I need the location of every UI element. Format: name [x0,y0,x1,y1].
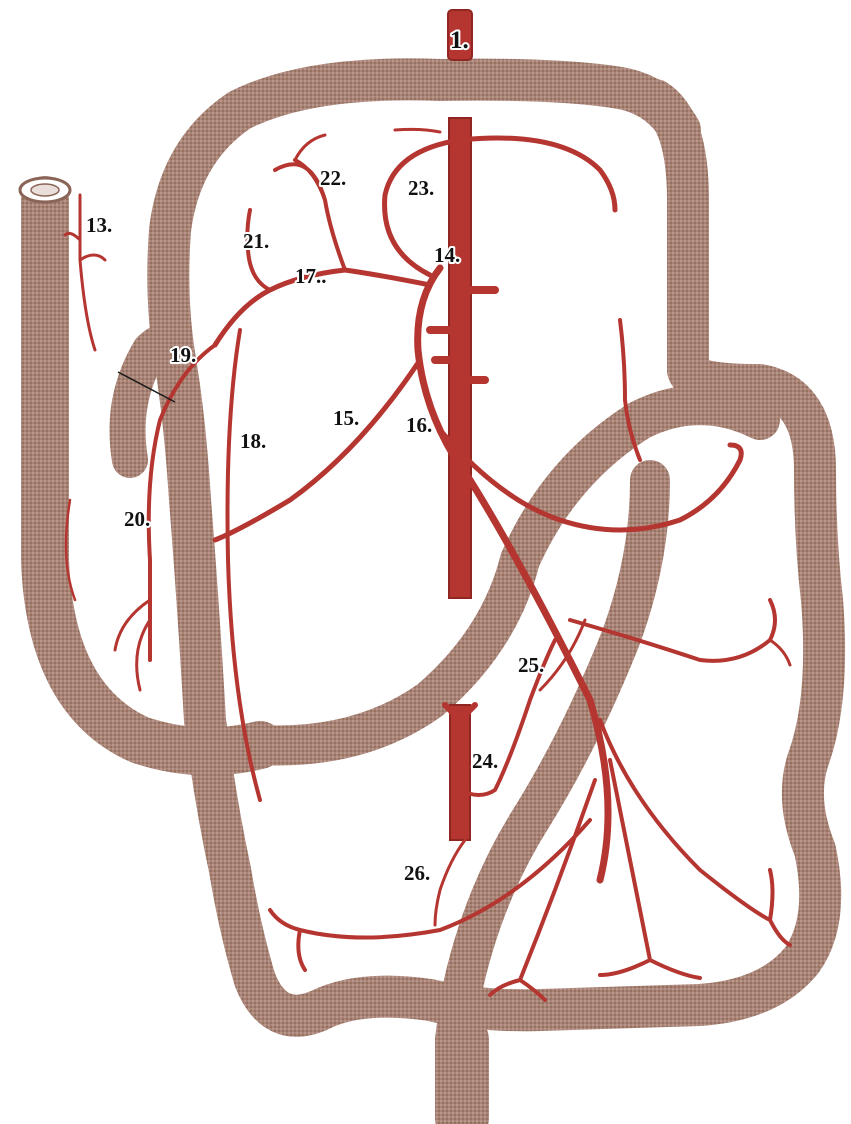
label-25: 25. [518,653,544,677]
aorta-lower-segment [450,705,470,840]
arcade-right-2 [770,640,790,665]
label-1: 1. [450,27,469,54]
label-16: 16. [406,413,432,437]
label-20: 20. [124,507,150,531]
imb-26 [435,840,465,925]
label-21: 21. [243,229,269,253]
label-14: 14. [434,243,460,267]
middle-colic-loop-23 [385,138,615,275]
transverse-colon [168,79,680,360]
label-15: 15. [333,406,359,430]
branch-22-small [295,135,325,160]
small-intestine-loop [260,405,760,745]
label-13: 13. [86,213,112,237]
fan-branch-b [600,760,700,978]
label-19: 19. [170,343,196,367]
label-17: 17.. [295,264,327,288]
intestine-loops [20,79,824,1118]
label-23: 23. [408,176,434,200]
branch-20-twigs [115,600,150,690]
fan-branch-a [600,720,790,945]
upper-right-branch [395,129,440,132]
label-22: 22. [320,166,346,190]
label-24: 24. [472,749,498,773]
label-26: 26. [404,861,430,885]
label-18: 18. [240,429,266,453]
fan-branch-d [270,820,590,970]
